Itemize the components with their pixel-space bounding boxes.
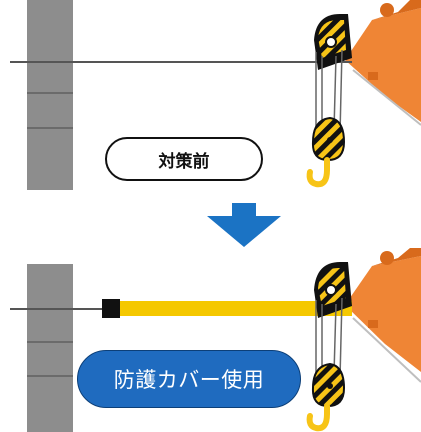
down-arrow-icon <box>207 203 281 247</box>
after-section <box>10 248 421 432</box>
before-label: 対策前 <box>105 137 263 181</box>
crane-hook-icon <box>306 116 346 188</box>
crane-hook-icon <box>306 362 346 432</box>
crane-boom-icon <box>345 248 421 383</box>
before-section <box>10 0 421 190</box>
pillar-icon <box>27 0 73 190</box>
hoist-ropes <box>315 297 343 379</box>
protective-cover-icon <box>102 299 352 318</box>
after-label: 防護カバー使用 <box>77 350 301 408</box>
pillar-icon <box>27 264 73 432</box>
hoist-ropes <box>315 49 343 135</box>
crane-boom-icon <box>345 0 421 126</box>
